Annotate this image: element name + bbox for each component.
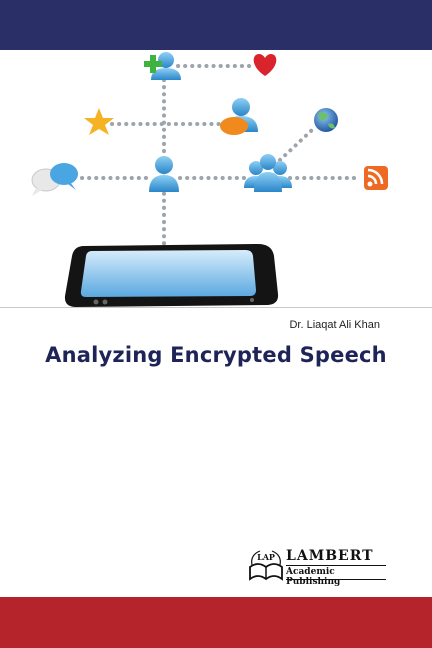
divider-line xyxy=(0,307,432,308)
bottom-color-band xyxy=(0,597,432,648)
publisher-rule-bottom xyxy=(286,579,386,580)
dotted-connectors xyxy=(80,64,362,247)
logo-text: LAP xyxy=(257,552,275,562)
publisher-logo: LAP LAMBERT Academic Publishing xyxy=(246,545,391,587)
group-icon xyxy=(244,154,292,192)
globe-icon xyxy=(314,108,338,132)
add-user-icon xyxy=(144,52,181,80)
publisher-rule-top xyxy=(286,565,386,566)
top-color-band xyxy=(0,0,432,50)
rss-icon xyxy=(364,166,388,190)
smartphone-icon xyxy=(64,244,279,307)
user-chat-icon xyxy=(220,98,258,135)
book-emblem-icon: LAP xyxy=(249,550,283,581)
author-name: Dr. Liaqat Ali Khan xyxy=(289,319,380,331)
network-illustration xyxy=(31,52,388,307)
publisher-name: LAMBERT xyxy=(286,548,374,564)
user-icon xyxy=(149,156,179,192)
book-title: Analyzing Encrypted Speech xyxy=(45,343,387,367)
star-icon xyxy=(84,108,114,135)
chat-bubbles-icon xyxy=(31,163,78,196)
publisher-subtitle: Academic Publishing xyxy=(286,567,341,587)
heart-icon xyxy=(253,54,277,76)
